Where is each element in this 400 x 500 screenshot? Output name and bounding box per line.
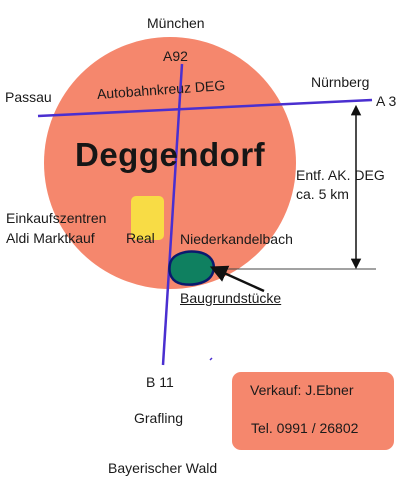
place-label-west: Passau bbox=[5, 89, 52, 105]
distance-label-line2: ca. 5 km bbox=[296, 186, 349, 202]
road-label-a3: A 3 bbox=[376, 93, 397, 109]
shopping-label-line3: Real bbox=[126, 230, 155, 246]
road-a3 bbox=[37, 98, 373, 118]
shopping-center-marker bbox=[131, 196, 164, 240]
shopping-label-line2: Aldi Marktkauf bbox=[6, 230, 95, 246]
place-label-south: Grafling bbox=[134, 410, 184, 426]
road-a92 bbox=[161, 63, 184, 366]
contact-seller: Verkauf: J.Ebner bbox=[250, 382, 354, 398]
road-label-a92: A92 bbox=[163, 48, 188, 64]
town-area bbox=[44, 37, 296, 289]
building-plots-label: Baugrundstücke bbox=[180, 290, 282, 306]
district-label: Niederkandelbach bbox=[180, 231, 293, 247]
road-label-b11: B 11 bbox=[146, 374, 174, 390]
plots-pointer-arrow bbox=[209, 265, 265, 293]
distance-label-line1: Entf. AK. DEG bbox=[296, 167, 385, 183]
contact-phone: Tel. 0991 / 26802 bbox=[251, 420, 359, 436]
place-label-east: Nürnberg bbox=[311, 74, 370, 90]
contact-box bbox=[232, 372, 394, 450]
town-name: Deggendorf bbox=[75, 136, 266, 173]
shopping-label-line1: Einkaufszentren bbox=[6, 210, 107, 226]
place-label-far-south: Bayerischer Wald bbox=[108, 460, 218, 476]
building-plot-marker bbox=[168, 250, 215, 286]
place-label-north: München bbox=[147, 15, 205, 31]
map-dot bbox=[209, 357, 213, 361]
